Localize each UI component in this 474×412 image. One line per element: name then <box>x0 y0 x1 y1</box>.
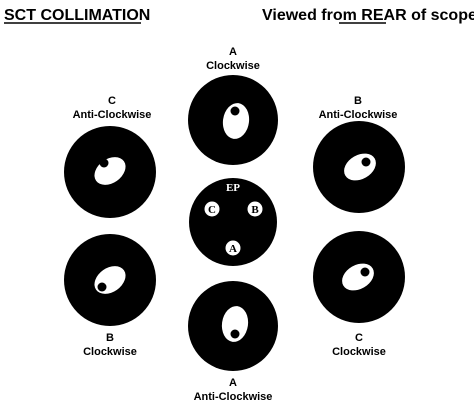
lower-right-screw-label: C <box>355 332 363 344</box>
view-caption-suffix: of scope <box>407 7 474 24</box>
center-screw-a: A <box>225 240 241 256</box>
upper-left-screw-label: C <box>108 95 116 107</box>
lower-left-direction-label: Clockwise <box>83 346 137 358</box>
page-title: SCT COLLIMATION <box>4 7 150 24</box>
view-caption: Viewed from REAR of scope <box>262 7 474 24</box>
center-screw-diagram: EP C B A <box>189 178 277 266</box>
upper-left-star-image <box>64 126 156 218</box>
center-ep-label: EP <box>226 182 240 194</box>
center-screw-b: B <box>247 201 263 217</box>
center-screw-c-label: C <box>208 204 216 216</box>
center-screw-c: C <box>204 201 220 217</box>
lower-right-direction-label: Clockwise <box>332 346 386 358</box>
top-screw-label: A <box>229 46 237 58</box>
lower-left-star-image <box>64 234 156 326</box>
bottom-star-image <box>188 281 278 371</box>
view-caption-emphasis: REAR <box>361 7 407 24</box>
center-screw-b-label: B <box>251 204 259 216</box>
view-caption-prefix: Viewed from <box>262 7 361 24</box>
upper-right-direction-label: Anti-Clockwise <box>319 109 398 121</box>
lower-right-star-image <box>313 231 405 323</box>
bottom-screw-label: A <box>229 377 237 389</box>
lower-left-screw-label: B <box>106 332 114 344</box>
upper-right-screw-label: B <box>354 95 362 107</box>
center-screw-a-label: A <box>229 243 237 255</box>
upper-right-star-image <box>313 121 405 213</box>
bottom-direction-label: Anti-Clockwise <box>194 391 273 403</box>
top-direction-label: Clockwise <box>206 60 260 72</box>
top-star-image <box>188 75 278 165</box>
upper-left-direction-label: Anti-Clockwise <box>73 109 152 121</box>
